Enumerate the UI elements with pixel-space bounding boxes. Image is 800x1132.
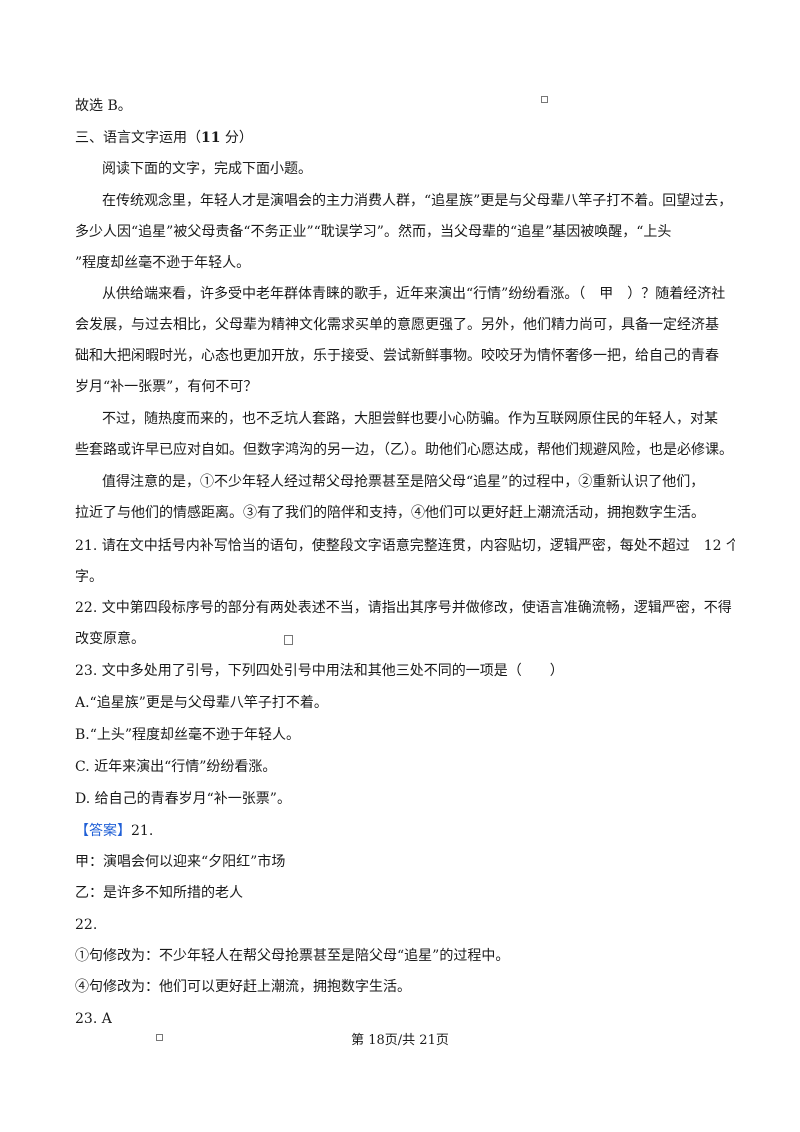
answer-21-yi: 乙：是许多不知所措的老人 — [75, 885, 243, 901]
option-d: D. 给自己的青春岁月“补一张票”。 — [75, 791, 291, 807]
passage-line: 在传统观念里，年轻人才是演唱会的主力消费人群，“追星族”更是与父母辈八竿子打不着… — [102, 193, 733, 209]
answer-21-number: 21. — [131, 823, 154, 839]
answer-22-number: 22. — [75, 917, 98, 933]
answer-tag: 【答案】 — [75, 823, 131, 839]
scan-mark — [156, 1034, 163, 1041]
passage-line: 础和大把闲暇时光，心态也更加开放，乐于接受、尝试新鲜事物。咬咬牙为情怀奢侈一把，… — [75, 348, 719, 364]
passage-line: 会发展，与过去相比，父母辈为精神文化需求买单的意愿更强了。另外，他们精力尚可，具… — [75, 317, 719, 333]
passage-line: 些套路或许早已应对自如。但数字鸿沟的另一边，（乙）。助他们心愿达成，帮他们规避风… — [75, 442, 733, 458]
question-21: 21. 请在文中括号内补写恰当的语句，使整段文字语意完整连贯，内容贴切，逻辑严密… — [75, 538, 735, 554]
passage-line: 不过，随热度而来的，也不乏坑人套路，大胆尝鲜也要小心防骗。作为互联网原住民的年轻… — [102, 411, 718, 427]
passage-line: 从供给端来看，许多受中老年群体青睐的歌手，近年来演出“行情”纷纷看涨。（ 甲 ）… — [102, 286, 726, 302]
section-heading: 三、语言文字运用（11 分） — [75, 129, 735, 147]
section-suffix: 分） — [220, 130, 253, 146]
question-22-cont: 改变原意。 — [75, 631, 145, 647]
answer-22-first: ①句修改为：不少年轻人在帮父母抢票甚至是陪父母“追星”的过程中。 — [75, 948, 510, 964]
answer-header: 【答案】21. — [75, 822, 735, 840]
answer-22-fourth: ④句修改为：他们可以更好赶上潮流，拥抱数字生活。 — [75, 979, 411, 995]
option-a: A.“追星族”更是与父母辈八竿子打不着。 — [75, 695, 328, 711]
question-22: 22. 文中第四段标序号的部分有两处表述不当，请指出其序号并做修改，使语言准确流… — [75, 600, 732, 616]
passage-line: ”程度却丝毫不逊于年轻人。 — [75, 255, 251, 271]
passage-line: 岁月“补一张票”，有何不可？ — [75, 379, 258, 395]
answer-23: 23. A — [75, 1011, 112, 1027]
section-score: 11 — [201, 130, 221, 146]
scan-mark — [541, 96, 548, 103]
passage-line: 拉近了与他们的情感距离。③有了我们的陪伴和支持，④他们可以更好赶上潮流活动，拥抱… — [75, 505, 705, 521]
section-prefix: 三、语言文字运用（ — [75, 130, 201, 146]
passage-line: 多少人因“追星”被父母责备“不务正业”“耽误学习”。然而，当父母辈的“追星”基因… — [75, 224, 672, 240]
question-21-cont: 字。 — [75, 569, 103, 585]
option-b: B.“上头”程度却丝毫不逊于年轻人。 — [75, 727, 301, 743]
previous-answer: 故选 B。 — [75, 98, 132, 114]
page-footer: 第 18页/共 21页 — [351, 1033, 449, 1048]
scan-mark — [284, 635, 293, 645]
instruction: 阅读下面的文字，完成下面小题。 — [102, 161, 312, 177]
passage-line: 值得注意的是，①不少年轻人经过帮父母抢票甚至是陪父母“追星”的过程中，②重新认识… — [102, 474, 705, 490]
answer-21-jia: 甲：演唱会何以迎来“夕阳红”市场 — [75, 854, 286, 870]
question-23: 23. 文中多处用了引号，下列四处引号中用法和其他三处不同的一项是（ ） — [75, 663, 564, 679]
option-c: C. 近年来演出“行情”纷纷看涨。 — [75, 759, 277, 775]
